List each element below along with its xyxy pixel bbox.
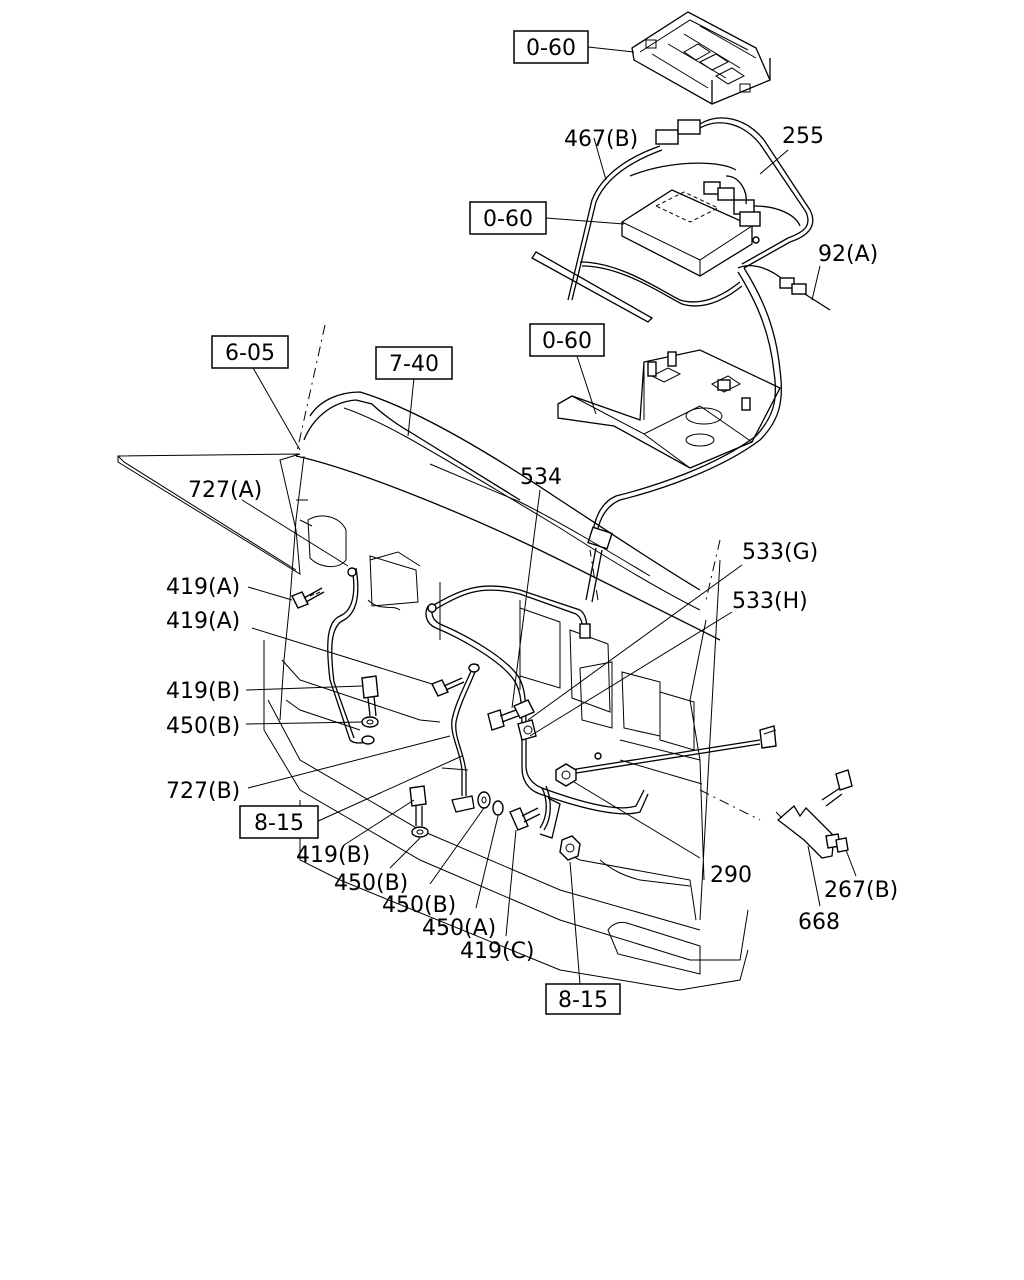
callout-668: 668 <box>798 910 840 935</box>
callout-727b: 727(B) <box>166 779 240 804</box>
washer-450b-pipe <box>477 791 491 809</box>
lower-mounting-bracket <box>557 349 781 469</box>
callout-727a: 727(A) <box>188 478 262 503</box>
callout-419b-1: 419(B) <box>166 679 240 704</box>
fasteners <box>291 587 602 861</box>
svg-text:6-05: 6-05 <box>225 341 275 366</box>
ref-box-7-40: 7-40 <box>375 346 453 380</box>
wire-727a-assembly <box>327 567 375 745</box>
svg-text:8-15: 8-15 <box>254 811 304 836</box>
ref-box-6-05: 6-05 <box>211 335 289 369</box>
bolt-419a-centre <box>431 677 465 697</box>
bolt-419c <box>509 807 541 831</box>
callout-419a-1: 419(A) <box>166 575 240 600</box>
callout-533h: 533(H) <box>732 589 808 614</box>
callout-255: 255 <box>782 124 824 149</box>
bolt-267b <box>821 769 853 807</box>
bolt-419a-left <box>291 587 325 609</box>
nut-290 <box>555 763 577 787</box>
ref-box-0-60-top: 0-60 <box>513 30 589 64</box>
callout-267b: 267(B) <box>824 878 898 903</box>
callout-290: 290 <box>710 863 752 888</box>
callout-450b-3: 450(B) <box>382 893 456 918</box>
svg-text:7-40: 7-40 <box>389 352 439 377</box>
bracket-668 <box>775 804 849 859</box>
front-grille-panel <box>117 324 761 991</box>
washer-450a <box>492 800 504 816</box>
wire-727b-assembly <box>441 663 480 813</box>
callout-92a: 92(A) <box>818 242 878 267</box>
washer-450b-upper <box>361 716 379 728</box>
callout-533g: 533(G) <box>742 540 818 565</box>
main-pipe <box>425 585 777 839</box>
reference-boxes: 0-60 0-60 0-60 6-05 7-40 8-15 8-15 <box>211 30 621 1015</box>
upper-mounting-bracket <box>631 11 771 105</box>
svg-text:0-60: 0-60 <box>526 36 576 61</box>
ref-box-0-60-lower: 0-60 <box>529 323 605 357</box>
callout-419a-2: 419(A) <box>166 609 240 634</box>
callout-labels: 467(B) 255 92(A) 534 727(A) 419(A) 419(A… <box>166 124 898 964</box>
leader-lines <box>241 46 857 985</box>
bolt-419b-upper <box>361 675 379 717</box>
callout-534: 534 <box>520 465 562 490</box>
washer-450b-lower <box>411 826 429 838</box>
bolt-419b-lower <box>409 785 427 826</box>
nut-lower <box>559 835 581 861</box>
svg-text:0-60: 0-60 <box>483 207 533 232</box>
callout-419b-2: 419(B) <box>296 843 370 868</box>
callout-450b-2: 450(B) <box>334 871 408 896</box>
ref-box-8-15-left: 8-15 <box>239 805 319 839</box>
svg-text:0-60: 0-60 <box>542 329 592 354</box>
svg-text:8-15: 8-15 <box>558 988 608 1013</box>
callout-450b-1: 450(B) <box>166 714 240 739</box>
ref-box-8-15-bottom: 8-15 <box>545 983 621 1015</box>
callout-467b: 467(B) <box>564 127 638 152</box>
bolt-534 <box>487 709 519 731</box>
callout-450a: 450(A) <box>422 916 496 941</box>
ref-box-0-60-ecu: 0-60 <box>469 201 547 235</box>
callout-419c: 419(C) <box>460 939 535 964</box>
control-unit-harness <box>531 117 831 603</box>
